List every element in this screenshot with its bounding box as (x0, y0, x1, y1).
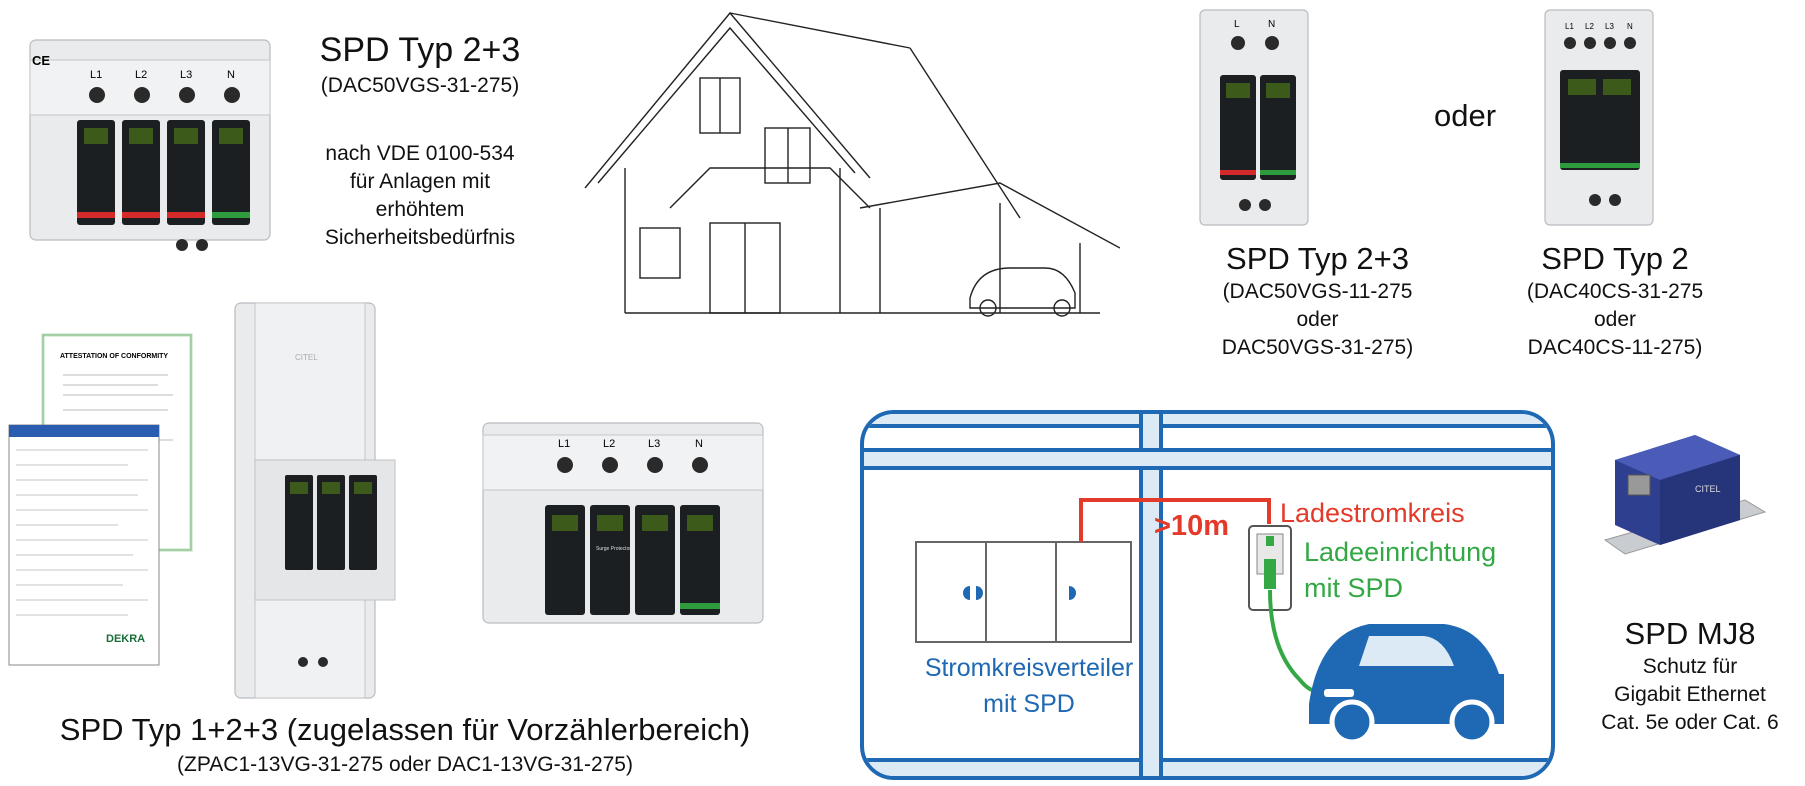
citel-brand: CITEL (295, 353, 318, 362)
spd-typ-2-image: L1 L2 L3 N (1535, 5, 1665, 230)
terminal-label: L2 (1585, 22, 1594, 31)
product-title: SPD MJ8 (1624, 616, 1756, 651)
certificate-heading: ATTESTATION OF CONFORMITY (60, 353, 168, 360)
terminal-label: L3 (180, 69, 192, 81)
caption-line: Cat. 5e oder Cat. 6 (1601, 711, 1779, 734)
terminal-label: N (1268, 19, 1275, 30)
terminal-label: N (227, 69, 235, 81)
terminal-label: N (695, 438, 703, 450)
top-left-note: nach VDE 0100-534 für Anlagen mit erhöht… (290, 140, 550, 252)
note-line: erhöhtem (375, 198, 465, 221)
bottom-right-caption: SPD MJ8 Schutz für Gigabit Ethernet Cat.… (1580, 615, 1800, 737)
caption-line: Gigabit Ethernet (1614, 683, 1766, 706)
top-left-model: (DAC50VGS-31-275) (320, 74, 520, 97)
product-model-line: DAC50VGS-31-275) (1221, 336, 1414, 359)
charger-line: mit SPD (1304, 573, 1404, 603)
terminal-label: N (1627, 22, 1633, 31)
bottom-left-title: SPD Typ 1+2+3 (zugelassen für Vorzählerb… (59, 712, 751, 747)
note-line: Sicherheitsbedürfnis (324, 226, 516, 249)
product-model-line: (DAC40CS-31-275 (1526, 280, 1704, 303)
spd-typ-2-3-2pole-image: L N (1190, 5, 1320, 230)
charger-line: Ladeeinrichtung (1304, 537, 1497, 567)
terminal-label: L2 (135, 69, 147, 81)
charger-label: Ladeeinrichtung mit SPD (1304, 534, 1496, 606)
distributor-line: Stromkreisverteiler (924, 654, 1134, 682)
caption-line: Schutz für (1642, 655, 1738, 678)
mj8-brand: CITEL (1695, 484, 1721, 494)
top-left-title: SPD Typ 2+3 (319, 31, 521, 69)
terminal-label: L1 (1565, 22, 1574, 31)
product-model-line: DAC40CS-11-275) (1527, 336, 1703, 359)
circuit-label: Ladestromkreis (1280, 498, 1465, 528)
or-text: oder (1433, 98, 1497, 133)
distributor-label: Stromkreisverteiler mit SPD (864, 650, 1194, 722)
distributor-line: mit SPD (983, 690, 1075, 718)
product-title: SPD Typ 2+3 (1226, 241, 1409, 276)
terminal-label: L (1234, 19, 1240, 30)
spd-mj8-image: CITEL (1600, 420, 1770, 580)
product-model-line: oder (1296, 308, 1339, 331)
terminal-label: L2 (603, 438, 615, 450)
terminal-label: L1 (90, 69, 102, 81)
note-line: nach VDE 0100-534 (325, 142, 515, 165)
installation-diagram: >10m Ladestromkreis Ladeeinrichtung mit … (860, 410, 1555, 780)
house-sketch (580, 8, 1120, 338)
spd-typ-1-2-3-4pole-image: L1 L2 L3 N Surge Protector (475, 415, 775, 635)
module-text: Surge Protector (596, 546, 631, 552)
svg-text:CE: CE (32, 53, 50, 68)
certificate-documents: ATTESTATION OF CONFORMITY DEKRA (8, 330, 193, 670)
terminal-label: L3 (648, 438, 660, 450)
spd-typ-2-3-4pole-image: L1 L2 L3 N CE (22, 20, 282, 260)
top-right-right-caption: SPD Typ 2 (DAC40CS-31-275 oder DAC40CS-1… (1475, 240, 1755, 362)
note-line: für Anlagen mit (349, 170, 491, 193)
bottom-left-model: (ZPAC1-13VG-31-275 oder DAC1-13VG-31-275… (177, 753, 633, 776)
spd-typ-1-2-3-base-image: CITEL (225, 300, 405, 700)
distance-label: >10m (1154, 510, 1229, 542)
terminal-label: L3 (1605, 22, 1614, 31)
top-right-left-caption: SPD Typ 2+3 (DAC50VGS-11-275 oder DAC50V… (1180, 240, 1455, 362)
terminal-label: L1 (558, 438, 570, 450)
product-model-line: oder (1593, 308, 1637, 331)
certificate-brand: DEKRA (106, 633, 145, 645)
product-model-line: (DAC50VGS-11-275 (1222, 280, 1413, 303)
product-title: SPD Typ 2 (1541, 241, 1689, 276)
